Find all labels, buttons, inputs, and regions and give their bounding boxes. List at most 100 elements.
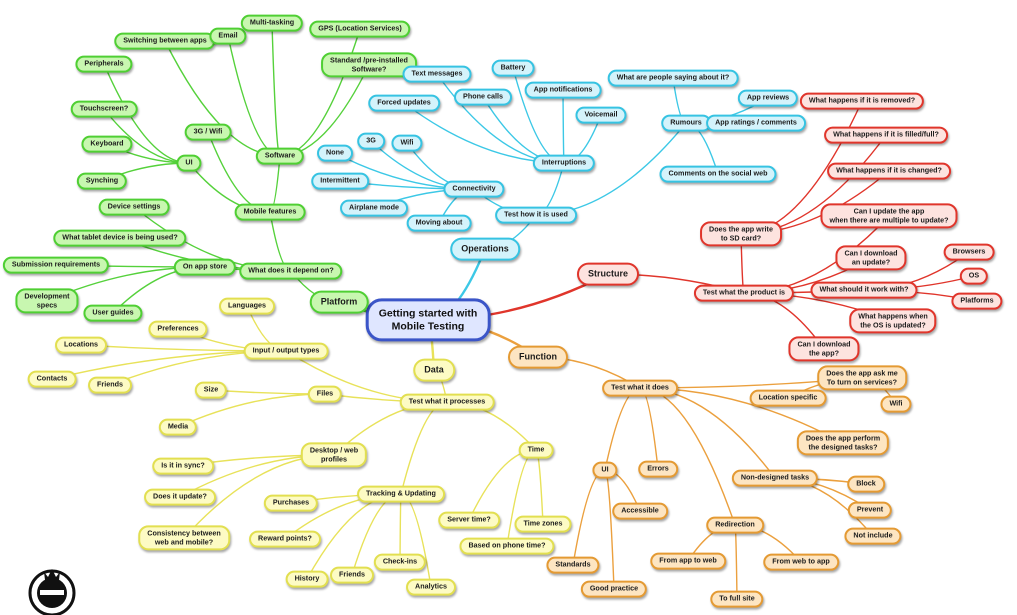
topic-depend[interactable]: What does it depend on? <box>239 262 343 280</box>
topic-multiupdate[interactable]: Can I update the app when there are mult… <box>820 203 958 229</box>
topic-connectivity[interactable]: Connectivity <box>443 180 505 198</box>
topic-forced[interactable]: Forced updates <box>368 94 440 112</box>
topic-peripherals[interactable]: Peripherals <box>75 55 133 73</box>
topic-testproc[interactable]: Test what it processes <box>399 393 495 411</box>
topic-platforms[interactable]: Platforms <box>951 292 1003 310</box>
topic-software[interactable]: Software <box>255 147 305 165</box>
topic-goodpractice[interactable]: Good practice <box>580 580 648 598</box>
topic-ui_g[interactable]: UI <box>176 154 202 172</box>
topic-wifi_o[interactable]: Wifi <box>880 395 912 413</box>
topic-errors[interactable]: Errors <box>638 460 678 478</box>
topic-reward[interactable]: Reward points? <box>249 530 321 548</box>
topic-redirection[interactable]: Redirection <box>706 516 764 534</box>
topic-media[interactable]: Media <box>158 418 198 436</box>
topic-gps[interactable]: GPS (Location Services) <box>309 20 411 38</box>
topic-checkins[interactable]: Check-ins <box>373 553 427 571</box>
topic-wifi_b[interactable]: Wifi <box>391 134 423 152</box>
topic-testdoes[interactable]: Test what it does <box>602 379 678 397</box>
topic-ratings[interactable]: App ratings / comments <box>706 114 806 132</box>
topic-ui_o[interactable]: UI <box>592 461 618 479</box>
topic-webtoapp[interactable]: From web to app <box>763 553 839 571</box>
topic-osupdated[interactable]: What happens when the OS is updated? <box>849 308 937 334</box>
topic-consistency[interactable]: Consistency between web and mobile? <box>138 525 230 551</box>
topic-phonetime[interactable]: Based on phone time? <box>459 537 555 555</box>
topic-workwith[interactable]: What should it work with? <box>810 281 918 299</box>
topic-appreviews[interactable]: App reviews <box>737 89 799 107</box>
topic-multitask[interactable]: Multi-tasking <box>240 14 304 32</box>
topic-standard[interactable]: Standard /pre-installed Software? <box>321 52 417 78</box>
topic-preferences[interactable]: Preferences <box>148 320 208 338</box>
topic-size[interactable]: Size <box>194 381 228 399</box>
topic-phonecalls[interactable]: Phone calls <box>454 88 512 106</box>
topic-data[interactable]: Data <box>413 358 455 382</box>
topic-locspec[interactable]: Location specific <box>749 389 827 407</box>
topic-devsettings[interactable]: Device settings <box>98 198 170 216</box>
topic-os[interactable]: OS <box>959 267 989 285</box>
topic-g3[interactable]: 3G <box>357 132 385 150</box>
topic-appstore[interactable]: On app store <box>173 258 237 276</box>
topic-function[interactable]: Function <box>508 345 568 369</box>
topic-devspecs[interactable]: Development specs <box>15 288 79 314</box>
topic-designed[interactable]: Does the app perform the designed tasks? <box>796 430 890 456</box>
topic-sdcard[interactable]: Does the app write to SD card? <box>700 221 782 247</box>
topic-time[interactable]: Time <box>518 441 554 459</box>
topic-voicemail[interactable]: Voicemail <box>575 106 627 124</box>
topic-mobfeat[interactable]: Mobile features <box>234 203 306 221</box>
topic-keyboard[interactable]: Keyboard <box>81 135 133 153</box>
topic-submission[interactable]: Submission requirements <box>2 256 110 274</box>
topic-battery[interactable]: Battery <box>491 59 535 77</box>
topic-switching[interactable]: Switching between apps <box>114 32 216 50</box>
topic-root[interactable]: Getting started with Mobile Testing <box>365 298 491 342</box>
topic-social[interactable]: Comments on the social web <box>659 165 777 183</box>
topic-platform[interactable]: Platform <box>309 290 369 314</box>
topic-dlapp[interactable]: Can I download the app? <box>788 336 860 362</box>
topic-testprod[interactable]: Test what the product is <box>693 284 795 302</box>
topic-none[interactable]: None <box>317 144 353 162</box>
topic-inout[interactable]: Input / output types <box>243 342 329 360</box>
topic-changed[interactable]: What happens if it is changed? <box>827 162 951 180</box>
topic-appnotif[interactable]: App notifications <box>524 81 602 99</box>
topic-testused[interactable]: Test how it is used <box>495 206 577 224</box>
topic-nondesigned[interactable]: Non-designed tasks <box>731 469 819 487</box>
topic-removed[interactable]: What happens if it is removed? <box>799 92 925 110</box>
topic-notinclude[interactable]: Not include <box>844 527 902 545</box>
topic-structure[interactable]: Structure <box>576 262 640 286</box>
topic-operations[interactable]: Operations <box>450 237 520 261</box>
topic-filled[interactable]: What happens if it is filled/full? <box>824 126 948 144</box>
topic-contacts[interactable]: Contacts <box>27 370 77 388</box>
topic-analytics[interactable]: Analytics <box>406 578 456 596</box>
topic-touchscreen[interactable]: Touchscreen? <box>70 100 138 118</box>
topic-friends_y2[interactable]: Friends <box>330 566 374 584</box>
topic-saying[interactable]: What are people saying about it? <box>607 69 739 87</box>
topic-history[interactable]: History <box>285 570 329 588</box>
topic-apptoweb[interactable]: From app to web <box>650 552 726 570</box>
topic-synching[interactable]: Synching <box>76 172 128 190</box>
topic-tablet[interactable]: What tablet device is being used? <box>53 229 187 247</box>
topic-email[interactable]: Email <box>209 27 247 45</box>
topic-prevent[interactable]: Prevent <box>847 501 893 519</box>
topic-rumours[interactable]: Rumours <box>661 114 711 132</box>
topic-moving[interactable]: Moving about <box>406 214 472 232</box>
topic-tracking[interactable]: Tracking & Updating <box>357 485 445 503</box>
topic-timezones[interactable]: Time zones <box>514 515 572 533</box>
topic-wifi3g[interactable]: 3G / Wifi <box>184 123 232 141</box>
topic-profiles[interactable]: Desktop / web profiles <box>300 442 368 468</box>
topic-languages[interactable]: Languages <box>219 297 275 315</box>
topic-standard_o[interactable]: Standards <box>546 556 600 574</box>
topic-interruptions[interactable]: Interruptions <box>532 154 596 172</box>
topic-friends_y1[interactable]: Friends <box>88 376 132 394</box>
topic-textmsg[interactable]: Text messages <box>402 65 472 83</box>
topic-airplane[interactable]: Airplane mode <box>340 199 408 217</box>
topic-block[interactable]: Block <box>847 475 885 493</box>
topic-dlupdate[interactable]: Can I download an update? <box>835 245 907 271</box>
topic-guides[interactable]: User guides <box>83 304 143 322</box>
topic-purchases[interactable]: Purchases <box>263 494 319 512</box>
topic-askservices[interactable]: Does the app ask me To turn on services? <box>817 365 907 391</box>
topic-insync[interactable]: Is it in sync? <box>152 457 214 475</box>
topic-accessible[interactable]: Accessible <box>612 502 668 520</box>
topic-update_y[interactable]: Does it update? <box>144 488 216 506</box>
topic-server[interactable]: Server time? <box>438 511 500 529</box>
topic-fullsite[interactable]: To full site <box>710 590 764 608</box>
topic-intermittent[interactable]: Intermittent <box>311 172 369 190</box>
topic-browsers[interactable]: Browsers <box>943 243 995 261</box>
